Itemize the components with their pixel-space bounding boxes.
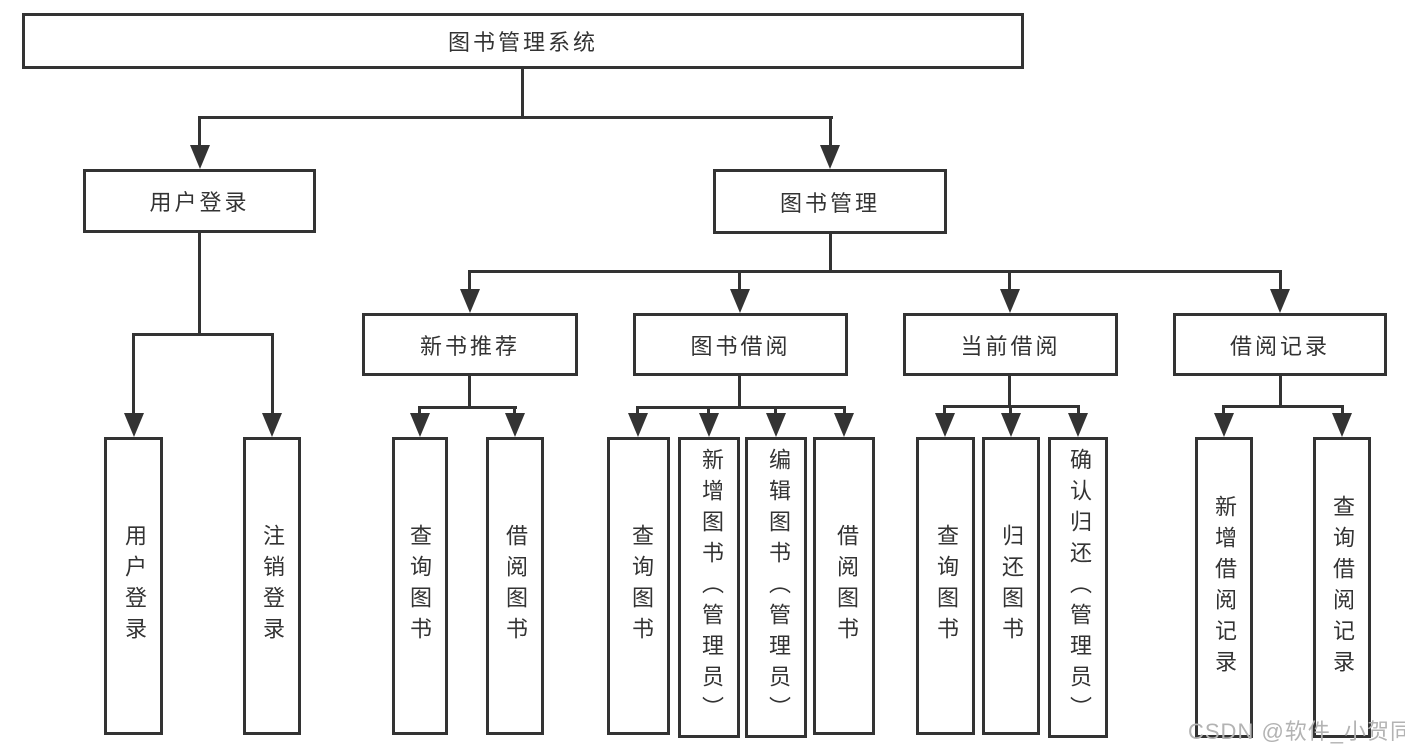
arrowhead-down-icon — [834, 413, 854, 437]
node-query-borrow-record: 查询借阅记录 — [1313, 437, 1371, 738]
node-borrow-books-borrowing: 借阅图书 — [813, 437, 875, 735]
node-book-management: 图书管理 — [713, 169, 947, 234]
node-edit-book-admin: 编辑图书（管理员） — [745, 437, 807, 738]
arrowhead-down-icon — [699, 413, 719, 437]
connector-line — [1077, 405, 1080, 416]
connector-line — [738, 375, 741, 409]
connector-line — [513, 406, 516, 416]
node-root: 图书管理系统 — [22, 13, 1024, 69]
arrowhead-down-icon — [935, 413, 955, 437]
connector-line — [198, 116, 201, 147]
arrowhead-down-icon — [820, 145, 840, 169]
connector-line — [943, 405, 946, 416]
connector-line — [1279, 270, 1282, 291]
connector-line — [468, 270, 1282, 273]
node-user-login: 用户登录 — [83, 169, 316, 233]
arrowhead-down-icon — [410, 413, 430, 437]
node-query-books-recommend: 查询图书 — [392, 437, 448, 735]
arrowhead-down-icon — [1214, 413, 1234, 437]
connector-line — [418, 406, 421, 416]
arrowhead-down-icon — [1332, 413, 1352, 437]
arrowhead-down-icon — [262, 413, 282, 437]
connector-line — [636, 406, 639, 416]
arrowhead-down-icon — [460, 289, 480, 313]
node-new-book-recommendation: 新书推荐 — [362, 313, 578, 376]
arrowhead-down-icon — [190, 145, 210, 169]
connector-line — [521, 69, 524, 118]
node-add-book-admin: 新增图书（管理员） — [678, 437, 740, 738]
watermark-text: CSDN @软件_小贺同学 — [1188, 719, 1405, 744]
connector-line — [707, 406, 710, 416]
arrowhead-down-icon — [1001, 413, 1021, 437]
connector-line — [738, 270, 741, 291]
connector-line — [843, 406, 846, 416]
connector-line — [271, 333, 274, 415]
node-borrowing-records: 借阅记录 — [1173, 313, 1387, 376]
node-confirm-return-admin: 确认归还（管理员） — [1048, 437, 1108, 738]
connector-line — [1222, 405, 1225, 416]
connector-line — [468, 270, 471, 291]
connector-line — [1009, 405, 1012, 416]
arrowhead-down-icon — [124, 413, 144, 437]
connector-line — [198, 116, 833, 119]
connector-line — [468, 375, 471, 409]
connector-line — [636, 406, 846, 409]
connector-line — [829, 233, 832, 273]
node-book-borrowing: 图书借阅 — [633, 313, 848, 376]
node-add-borrow-record: 新增借阅记录 — [1195, 437, 1253, 738]
arrowhead-down-icon — [1270, 289, 1290, 313]
connector-line — [1008, 375, 1011, 408]
arrowhead-down-icon — [1068, 413, 1088, 437]
connector-line — [198, 232, 201, 335]
node-logout-leaf: 注销登录 — [243, 437, 301, 735]
connector-line — [418, 406, 517, 409]
node-return-books: 归还图书 — [982, 437, 1040, 735]
arrowhead-down-icon — [730, 289, 750, 313]
node-query-books-current: 查询图书 — [916, 437, 975, 735]
connector-line — [774, 406, 777, 416]
connector-line — [1222, 405, 1344, 408]
connector-line — [1279, 375, 1282, 408]
arrowhead-down-icon — [628, 413, 648, 437]
connector-line — [1008, 270, 1011, 291]
connector-line — [1341, 405, 1344, 416]
node-current-borrowing: 当前借阅 — [903, 313, 1118, 376]
connector-line — [132, 333, 274, 336]
arrowhead-down-icon — [1000, 289, 1020, 313]
connector-line — [132, 333, 135, 415]
node-query-books-borrowing: 查询图书 — [607, 437, 670, 735]
arrowhead-down-icon — [505, 413, 525, 437]
connector-line — [829, 116, 832, 147]
node-user-login-leaf: 用户登录 — [104, 437, 163, 735]
node-borrow-books-recommend: 借阅图书 — [486, 437, 544, 735]
arrowhead-down-icon — [766, 413, 786, 437]
